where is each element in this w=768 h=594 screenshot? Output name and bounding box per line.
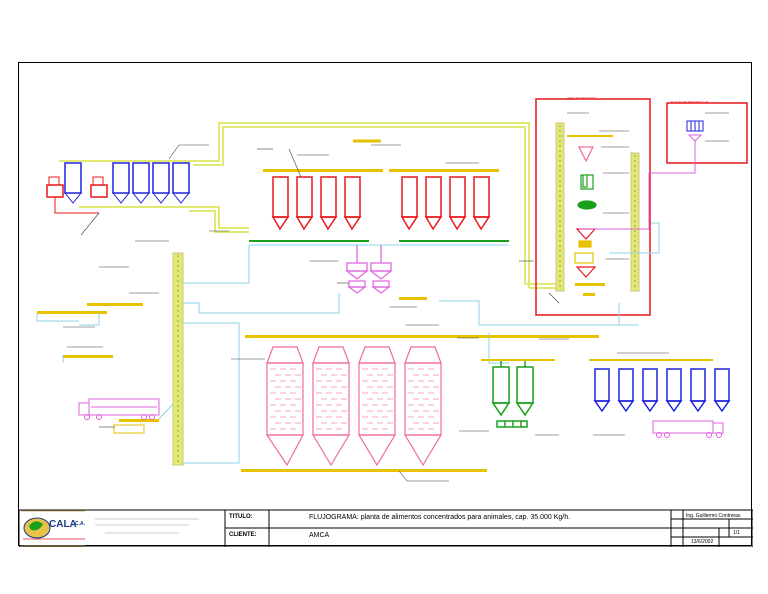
annotation-leaders	[63, 112, 729, 482]
bin-feed-conveyors	[249, 169, 509, 246]
premix-area-label: PLANTA DE PREMEZCLAS	[671, 100, 709, 104]
drawing-title: FLUJOGRAMA: planta de alimentos concentr…	[309, 514, 571, 521]
raw-material-silos	[241, 335, 599, 472]
receiving-conveyors	[36, 303, 179, 422]
blue-silos-right	[589, 359, 731, 413]
process-equipment	[567, 135, 613, 296]
logo-name: CALA	[49, 519, 77, 530]
sheet-number: 1/1	[733, 530, 740, 536]
cliente-label: CLIENTE:	[229, 532, 257, 538]
logo-suffix: C.A.	[75, 521, 85, 527]
drawing-sheet: TITULO: FLUJOGRAMA: planta de alimentos …	[18, 62, 753, 547]
drawing-date: 13/6/2002	[691, 539, 714, 545]
flow-diagram	[19, 98, 753, 547]
engineer-name: Ing. Guillermo Contreras	[686, 513, 741, 519]
title-block	[19, 509, 753, 547]
pneumatic-lines	[183, 222, 660, 464]
process-area-frame	[535, 98, 651, 316]
process-area-label: AREA DE PROCESO	[567, 96, 596, 100]
delivery-truck-right	[652, 420, 724, 438]
mixer-conveyor	[399, 297, 427, 300]
bucket-elevator-left	[172, 245, 340, 466]
scale-hoppers	[345, 245, 393, 294]
premix-area-frame	[666, 102, 748, 164]
premix-equipment	[579, 120, 704, 230]
process-elevator	[555, 122, 640, 292]
delivery-truck-left	[78, 398, 160, 434]
red-bins-group-1	[271, 176, 362, 231]
main-conveyor-loop	[189, 122, 559, 289]
silo-brick-pattern	[270, 368, 439, 430]
client-name: AMCA	[309, 532, 330, 539]
finished-product-silos	[481, 359, 555, 428]
liquid-tanks	[46, 176, 108, 214]
blue-silos-left	[59, 160, 191, 208]
red-bins-group-2	[400, 176, 491, 231]
titulo-label: TITULO:	[229, 514, 253, 520]
cala-logo	[23, 517, 85, 540]
